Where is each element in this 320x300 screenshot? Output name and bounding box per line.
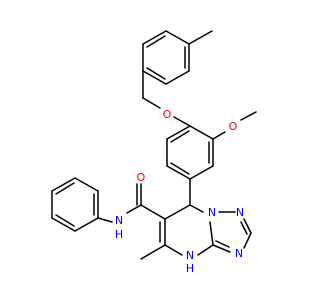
atom-methoxy-oxygen: O (229, 120, 238, 133)
molecule-canvas: O O O N H N N N N H (51, 30, 257, 275)
atom-ether-oxygen: O (163, 108, 172, 121)
atom-amide-hydrogen: H (115, 228, 123, 241)
atom-triazole-n3: N (235, 247, 243, 260)
atom-amide-nitrogen: N (115, 214, 123, 227)
atom-triazole-n1: N (208, 206, 216, 219)
atom-carbonyl-oxygen: O (137, 171, 146, 184)
bonds (51, 30, 257, 260)
atom-triazole-n2: N (236, 206, 244, 219)
atom-ring-nitrogen: N (186, 249, 194, 262)
atom-ring-nh-hydrogen: H (186, 262, 194, 275)
atom-labels: O O O N H N N N N H (115, 108, 244, 275)
structure-drawing: O O O N H N N N N H (51, 30, 257, 275)
